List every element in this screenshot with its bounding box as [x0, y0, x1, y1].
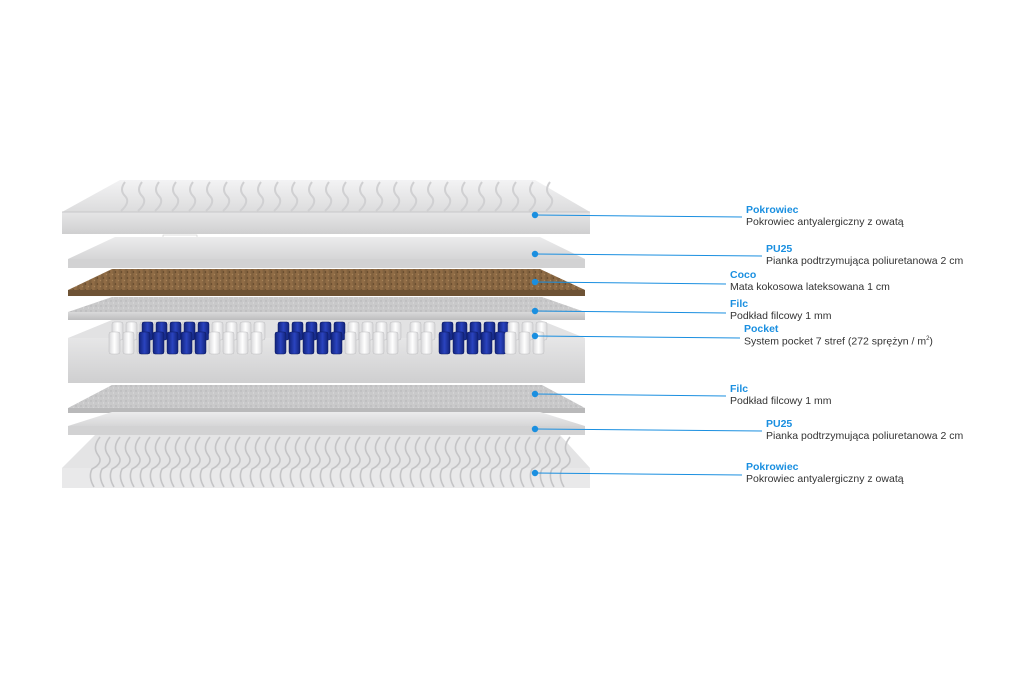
layer-description: Podkład filcowy 1 mm [730, 309, 832, 322]
superscript: 2 [926, 335, 930, 342]
leader-line [534, 310, 727, 314]
leader-line [534, 281, 727, 285]
leader-dot [531, 469, 539, 477]
layer-felt-bottom [68, 385, 585, 413]
layer-pocket-springs [68, 320, 585, 383]
layer-title: Filc [730, 383, 749, 395]
layer-title: Pokrowiec [746, 461, 799, 473]
layer-description: Pokrowiec antyalergiczny z owatą [746, 215, 904, 228]
leader-line [534, 472, 743, 476]
layer-title: PU25 [766, 243, 793, 255]
leader-line [534, 393, 727, 397]
leader-line [534, 253, 763, 257]
leader-line [534, 214, 743, 218]
leader-dot [531, 332, 539, 340]
layer-description: Pianka podtrzymująca poliuretanowa 2 cm [766, 429, 964, 442]
layer-title: Pocket [744, 323, 779, 335]
leader-dot [531, 390, 539, 398]
leader-dot [531, 307, 539, 315]
layer-coco [68, 269, 585, 296]
layer-title: PU25 [766, 418, 793, 430]
leader-dot [531, 278, 539, 286]
layer-title: Pokrowiec [746, 204, 799, 216]
leader-dot [531, 425, 539, 433]
layer-description: Pianka podtrzymująca poliuretanowa 2 cm [766, 254, 964, 267]
leader-dot [531, 250, 539, 258]
leader-line [534, 335, 741, 339]
layer-title: Filc [730, 298, 749, 310]
layer-top-cover: matteo [62, 180, 590, 244]
layer-description: Podkład filcowy 1 mm [730, 394, 832, 407]
layer-description: Mata kokosowa lateksowana 1 cm [730, 280, 890, 293]
layer-pu25-top [68, 237, 585, 268]
layer-felt-top [68, 297, 585, 320]
layer-description: System pocket 7 stref (272 sprężyn / m2) [744, 335, 933, 348]
layer-pu25-bottom [68, 412, 585, 435]
layer-description: Pokrowiec antyalergiczny z owatą [746, 472, 904, 485]
leader-line [534, 428, 763, 432]
leader-dot [531, 211, 539, 219]
layer-bottom-cover [62, 435, 590, 488]
layer-title: Coco [730, 269, 757, 281]
